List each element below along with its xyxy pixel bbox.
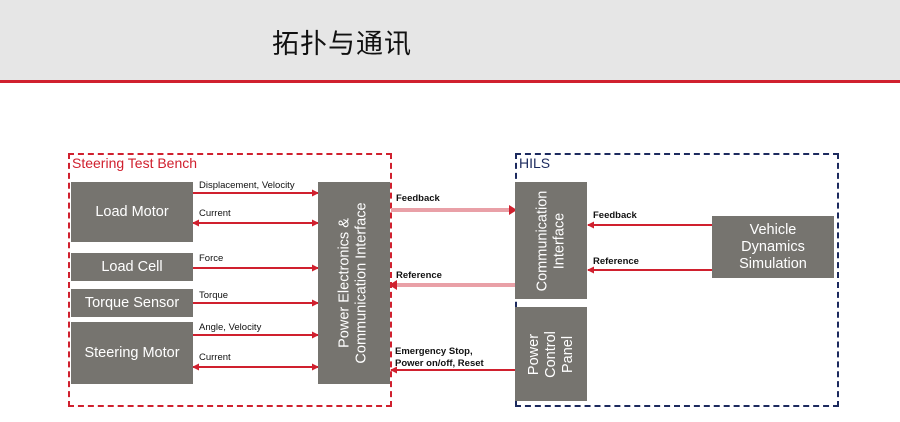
load-motor-block: Load Motor: [71, 182, 193, 242]
load-motor-label: Load Motor: [95, 203, 169, 220]
load-cell-label: Load Cell: [101, 258, 163, 275]
vehicle-dynamics-line3: Simulation: [739, 255, 807, 272]
torque-sensor-label: Torque Sensor: [84, 294, 180, 311]
power-electronics-block: Power Electronics & Communication Interf…: [318, 182, 390, 384]
signal-current-top: Current: [199, 208, 231, 219]
steering-test-bench-group: [68, 153, 392, 407]
communication-interface-block: Communication Interface: [515, 182, 587, 299]
header-bar: 拓扑与通讯: [0, 0, 900, 83]
signal-displacement-velocity: Displacement, Velocity: [199, 180, 295, 191]
power-electronics-label: Power Electronics & Communication Interf…: [337, 202, 371, 363]
power-control-panel-label-line3: Panel: [559, 335, 576, 373]
communication-interface-label-line2: Interface: [551, 212, 567, 269]
signal-emergency-line2: Power on/off, Reset: [395, 358, 484, 369]
power-electronics-label-line1: Power Electronics &: [337, 218, 353, 348]
torque-sensor-block: Torque Sensor: [71, 289, 193, 317]
vehicle-dynamics-line2: Dynamics: [741, 238, 805, 255]
load-cell-block: Load Cell: [71, 253, 193, 281]
power-electronics-label-line2: Communication Interface: [354, 202, 370, 364]
signal-feedback-right: Feedback: [593, 210, 637, 221]
signal-reference-left: Reference: [396, 270, 442, 281]
signal-feedback-left: Feedback: [396, 193, 440, 204]
power-control-panel-label-line1: Power: [525, 333, 542, 375]
signal-torque: Torque: [199, 290, 229, 301]
vehicle-dynamics-line1: Vehicle: [749, 221, 797, 238]
signal-force: Force: [199, 253, 224, 264]
power-control-panel-label: Power Control Panel: [526, 331, 577, 378]
steering-test-bench-label: Steering Test Bench: [72, 155, 198, 171]
power-control-panel-label-line2: Control: [542, 330, 559, 378]
signal-current-bottom: Current: [199, 352, 231, 363]
arrowhead-reference-left: [389, 280, 397, 290]
vehicle-dynamics-block: Vehicle Dynamics Simulation: [712, 216, 834, 278]
signal-reference-right: Reference: [593, 256, 639, 267]
communication-interface-label: Communication Interface: [534, 190, 568, 291]
arrowhead-feedback-left: [509, 205, 517, 215]
communication-interface-label-line1: Communication: [534, 190, 550, 291]
signal-angle-velocity: Angle, Velocity: [199, 322, 262, 333]
hils-label: HILS: [519, 155, 551, 171]
steering-motor-block: Steering Motor: [71, 322, 193, 384]
steering-motor-label: Steering Motor: [84, 344, 180, 361]
signal-emergency-line1: Emergency Stop,: [395, 346, 473, 357]
page-title: 拓扑与通讯: [272, 29, 412, 60]
power-control-panel-block: Power Control Panel: [515, 307, 587, 401]
